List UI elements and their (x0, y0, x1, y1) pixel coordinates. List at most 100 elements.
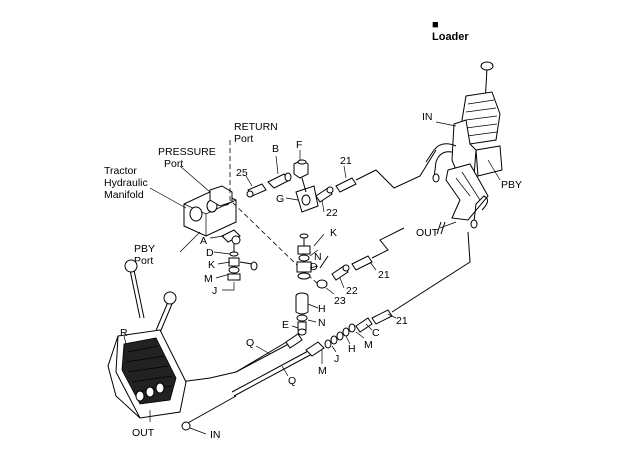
label-r: R (120, 327, 128, 339)
label-return-1: RETURN (234, 121, 278, 133)
leader-23 (325, 287, 335, 295)
label-m-right: M (364, 339, 373, 351)
leader-21-upper (343, 165, 347, 179)
leader-n-low (307, 319, 317, 323)
label-g: G (276, 193, 284, 205)
label-pby-port-2: Port (134, 255, 153, 267)
label-return-2: Port (234, 133, 253, 145)
label-22-upper: 22 (326, 207, 338, 219)
label-tractor-1: Tractor (104, 165, 137, 177)
leader-d-mid (309, 265, 319, 269)
label-21-middle: 21 (378, 269, 390, 281)
leader-g (285, 197, 299, 201)
label-in-top: IN (422, 111, 433, 123)
label-pby-right: PBY (501, 179, 522, 191)
connector-22-lower (331, 264, 350, 281)
stack-k-n-d (296, 233, 329, 280)
leader-m-left (215, 273, 231, 279)
label-22-lower: 22 (346, 285, 358, 297)
label-in-bottom: IN (210, 429, 221, 441)
label-d-mid: D (310, 261, 318, 273)
leader-h (307, 303, 319, 309)
label-pressure-1: PRESSURE (158, 146, 216, 158)
fitting-25 (246, 183, 267, 198)
title-loader: Loader (432, 31, 469, 43)
leader-tractor (149, 187, 187, 209)
hose-q-lower (231, 331, 344, 397)
leader-a (209, 235, 225, 239)
label-n-mid: N (314, 251, 322, 263)
leader-d-left (213, 251, 231, 255)
label-m-low: M (318, 365, 327, 377)
leader-22-upper (321, 199, 325, 213)
leader-j-left (222, 282, 235, 291)
title-marker: ■ (432, 19, 439, 31)
tractor-hydraulic-manifold (183, 185, 237, 237)
label-pby-port-1: PBY (134, 243, 155, 255)
label-n-low: N (318, 317, 326, 329)
label-a: A (200, 235, 207, 247)
leader-r (123, 335, 127, 345)
fitting-b (267, 172, 292, 189)
leader-21-lower (387, 313, 397, 319)
label-c: C (372, 327, 380, 339)
leader-b (275, 155, 279, 175)
label-pressure-2: Port (164, 158, 183, 170)
label-k-mid: K (330, 227, 337, 239)
leader-25 (245, 175, 253, 187)
label-j-left: J (212, 285, 217, 297)
label-q-lower: Q (288, 375, 296, 387)
leader-in-bottom (189, 427, 207, 435)
label-j-right: J (334, 353, 339, 365)
label-21-lower: 21 (396, 315, 408, 327)
hose-in-bottom (185, 395, 237, 425)
leader-k-left (217, 261, 231, 265)
hose-21-upper (335, 149, 437, 193)
fitting-23 (316, 279, 328, 289)
label-tractor-3: Manifold (104, 189, 144, 201)
label-b: B (272, 143, 279, 155)
hose-q-upper (179, 333, 303, 383)
stack-a-d-k-m-j (221, 229, 258, 281)
control-valve (107, 259, 187, 419)
leader-j-right (331, 345, 337, 353)
leader-e (291, 325, 299, 329)
label-m-left: M (204, 273, 213, 285)
label-k-left: K (208, 259, 215, 271)
label-d-left: D (206, 247, 214, 259)
leader-pby-port (179, 231, 201, 253)
leader-q-lower (281, 365, 289, 377)
fitting-f (293, 159, 309, 179)
leader-c (365, 323, 373, 331)
leader-out-mid (439, 221, 457, 229)
connector-22-upper (315, 186, 334, 203)
label-tractor-2: Hydraulic (104, 177, 148, 189)
leader-pressure (179, 165, 211, 193)
leader-in-top (435, 121, 457, 127)
leader-q-upper (255, 345, 271, 355)
label-23: 23 (334, 295, 346, 307)
label-h-right: H (348, 343, 356, 355)
leader-pby-right (487, 159, 501, 181)
label-q-upper: Q (246, 337, 254, 349)
label-out-mid: OUT (416, 227, 439, 239)
leader-21-middle (369, 261, 377, 271)
label-h: H (318, 303, 326, 315)
label-21-upper: 21 (340, 155, 352, 167)
label-25: 25 (236, 167, 248, 179)
stack-h-n-e (295, 292, 309, 336)
leader-m-right (355, 331, 365, 339)
fitting-in-bottom (181, 421, 191, 431)
joystick-control (425, 61, 503, 235)
label-e: E (282, 319, 289, 331)
leader-k-mid (313, 233, 325, 247)
label-out-bottom: OUT (132, 427, 155, 439)
leader-22-lower (339, 277, 345, 289)
leader-n-mid (309, 249, 319, 257)
fitting-g (295, 177, 319, 213)
label-f: F (296, 139, 302, 151)
leader-h-right (345, 335, 351, 345)
hose-21-middle (351, 227, 405, 271)
